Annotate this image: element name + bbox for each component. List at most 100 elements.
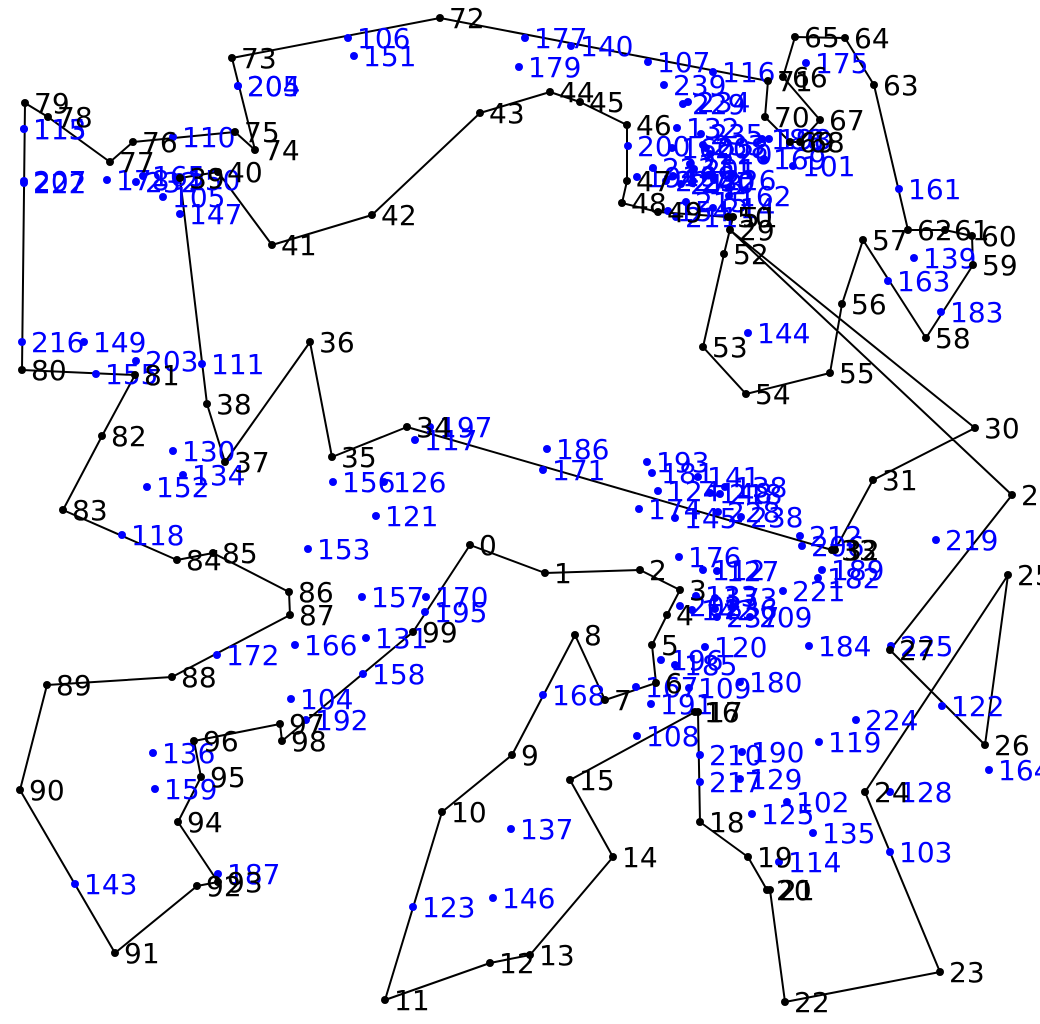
route-node-label: 76 bbox=[142, 126, 178, 159]
route-node-67: 67 bbox=[816, 104, 865, 137]
unvisited-node-208: 208 bbox=[702, 132, 768, 165]
route-node-marker bbox=[576, 98, 584, 106]
unvisited-node-marker bbox=[688, 606, 696, 614]
unvisited-node-215: 215 bbox=[682, 186, 748, 219]
unvisited-node-label: 210 bbox=[709, 739, 762, 772]
unvisited-node-marker bbox=[938, 702, 946, 710]
unvisited-node-label: 163 bbox=[897, 265, 950, 298]
unvisited-node-206: 206 bbox=[798, 530, 864, 563]
route-node-marker bbox=[886, 646, 894, 654]
route-node-marker bbox=[285, 588, 293, 596]
route-node-marker bbox=[409, 628, 417, 636]
unvisited-node-marker bbox=[676, 602, 684, 610]
route-node-61: 61 bbox=[941, 214, 990, 247]
route-node-80: 80 bbox=[18, 354, 67, 387]
route-node-marker bbox=[168, 673, 176, 681]
route-node-14: 14 bbox=[609, 841, 658, 874]
unvisited-node-128: 128 bbox=[886, 776, 952, 809]
unvisited-node-marker bbox=[798, 542, 806, 550]
route-node-label: 59 bbox=[982, 249, 1018, 282]
unvisited-node-label: 128 bbox=[899, 776, 952, 809]
route-node-27: 27 bbox=[886, 634, 935, 667]
unvisited-node-217: 217 bbox=[696, 766, 762, 799]
unvisited-node-label: 203 bbox=[145, 345, 198, 378]
unvisited-node-143: 143 bbox=[71, 868, 137, 901]
route-node-37: 37 bbox=[221, 446, 270, 479]
unvisited-node-193: 193 bbox=[643, 446, 709, 479]
route-node-label: 7 bbox=[614, 684, 632, 717]
unvisited-node-marker bbox=[359, 670, 367, 678]
unvisited-node-label: 233 bbox=[712, 129, 765, 162]
unvisited-node-label: 107 bbox=[657, 46, 710, 79]
route-node-marker bbox=[648, 641, 656, 649]
unvisited-node-173: 173 bbox=[711, 582, 777, 615]
route-node-0: 0 bbox=[466, 529, 497, 562]
unvisited-node-marker bbox=[649, 164, 657, 172]
unvisited-node-label: 114 bbox=[788, 846, 841, 879]
route-node-label: 32 bbox=[844, 534, 880, 567]
route-node-label: 78 bbox=[57, 101, 93, 134]
route-node-label: 41 bbox=[281, 229, 317, 262]
route-node-4: 4 bbox=[663, 599, 694, 632]
route-node-marker bbox=[44, 113, 52, 121]
unvisited-node-151: 151 bbox=[350, 40, 416, 73]
unvisited-node-marker bbox=[721, 483, 729, 491]
route-node-label: 43 bbox=[489, 97, 525, 130]
route-node-83: 83 bbox=[59, 494, 108, 527]
route-node-label: 81 bbox=[144, 359, 180, 392]
unvisited-node-135: 135 bbox=[809, 817, 875, 850]
unvisited-node-marker bbox=[521, 34, 529, 42]
unvisited-node-marker bbox=[738, 748, 746, 756]
unvisited-node-236: 236 bbox=[711, 593, 777, 626]
unvisited-node-203: 203 bbox=[132, 345, 198, 378]
unvisited-node-label: 141 bbox=[707, 461, 760, 494]
route-node-99: 99 bbox=[409, 616, 458, 649]
route-node-63: 63 bbox=[870, 69, 919, 102]
route-node-marker bbox=[131, 371, 139, 379]
route-node-label: 77 bbox=[119, 146, 155, 179]
route-node-label: 33 bbox=[841, 534, 877, 567]
route-node-label: 19 bbox=[757, 841, 793, 874]
unvisited-node-marker bbox=[910, 254, 918, 262]
unvisited-node-228: 228 bbox=[714, 496, 780, 529]
route-node-47: 47 bbox=[623, 165, 672, 198]
route-node-marker bbox=[726, 226, 734, 234]
unvisited-node-184: 184 bbox=[805, 630, 871, 663]
route-node-30: 30 bbox=[971, 412, 1020, 445]
unvisited-node-123: 123 bbox=[409, 891, 475, 924]
route-node-label: 61 bbox=[954, 214, 990, 247]
unvisited-node-label: 176 bbox=[688, 541, 741, 574]
unvisited-node-209: 209 bbox=[746, 601, 812, 634]
route-node-marker bbox=[1004, 571, 1012, 579]
unvisited-node-222: 222 bbox=[20, 167, 86, 200]
unvisited-node-marker bbox=[805, 642, 813, 650]
unvisited-node-label: 138 bbox=[734, 471, 787, 504]
route-node-label: 6 bbox=[665, 667, 683, 700]
unvisited-node-118: 118 bbox=[118, 519, 184, 552]
unvisited-node-label: 115 bbox=[33, 113, 86, 146]
unvisited-node-marker bbox=[358, 593, 366, 601]
unvisited-node-label: 205 bbox=[247, 70, 300, 103]
unvisited-node-192: 192 bbox=[302, 704, 368, 737]
unvisited-node-122: 122 bbox=[938, 690, 1004, 723]
unvisited-node-237: 237 bbox=[713, 601, 779, 634]
route-node-marker bbox=[251, 146, 259, 154]
unvisited-node-149: 149 bbox=[80, 326, 146, 359]
route-node-24: 24 bbox=[861, 776, 910, 809]
unvisited-node-marker bbox=[895, 185, 903, 193]
unvisited-node-marker bbox=[692, 592, 700, 600]
route-node-marker bbox=[623, 177, 631, 185]
route-node-label: 56 bbox=[851, 288, 887, 321]
unvisited-node-163: 163 bbox=[884, 265, 950, 298]
unvisited-node-label: 180 bbox=[749, 666, 802, 699]
route-node-31: 31 bbox=[869, 464, 918, 497]
unvisited-node-169: 169 bbox=[760, 143, 826, 176]
unvisited-node-label: 147 bbox=[189, 198, 242, 231]
unvisited-node-103: 103 bbox=[886, 836, 952, 869]
unvisited-node-marker bbox=[643, 458, 651, 466]
unvisited-node-189: 189 bbox=[818, 554, 884, 587]
unvisited-node-label: 206 bbox=[811, 530, 864, 563]
route-node-marker bbox=[566, 776, 574, 784]
route-node-marker bbox=[278, 737, 286, 745]
unvisited-node-marker bbox=[139, 172, 147, 180]
